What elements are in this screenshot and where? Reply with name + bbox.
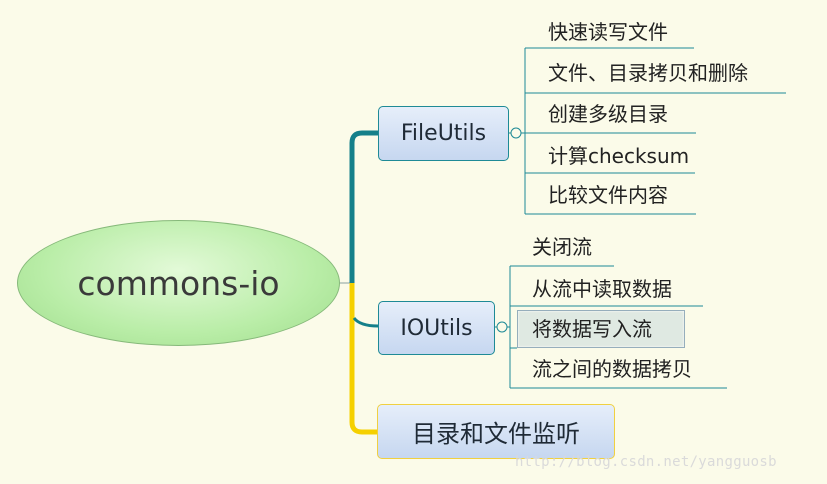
connector-ioutils (352, 317, 379, 328)
leaf-copy-between-streams[interactable]: 流之间的数据拷贝 (532, 357, 692, 381)
leaf-compare-content[interactable]: 比较文件内容 (548, 183, 668, 207)
selected-leaf-highlight (517, 310, 685, 348)
leaf-create-dirs[interactable]: 创建多级目录 (548, 102, 668, 126)
watermark: http://blog.csdn.net/yangguosb (515, 454, 777, 470)
leaf-read-stream[interactable]: 从流中读取数据 (532, 277, 672, 301)
ioutils-collapse-toggle[interactable] (496, 321, 508, 333)
connector-fileutils (349, 130, 378, 283)
fileutils-collapse-toggle[interactable] (510, 127, 522, 139)
leaf-close-stream[interactable]: 关闭流 (532, 235, 592, 259)
branch-node-dir-monitor[interactable]: 目录和文件监听 (377, 404, 615, 459)
branch-label-fileutils: FileUtils (400, 121, 487, 146)
leaf-fast-read-write[interactable]: 快速读写文件 (548, 20, 668, 44)
branch-label-ioutils: IOUtils (400, 315, 473, 341)
branch-node-ioutils[interactable]: IOUtils (378, 301, 495, 355)
branch-node-fileutils[interactable]: FileUtils (378, 106, 509, 161)
root-node-commons-io[interactable]: commons-io (17, 220, 340, 346)
branch-label-dir-monitor: 目录和文件监听 (412, 420, 580, 448)
root-label: commons-io (77, 263, 280, 303)
leaf-write-stream[interactable]: 将数据写入流 (532, 317, 652, 341)
connector-dir-monitor (349, 283, 377, 435)
leaf-copy-delete[interactable]: 文件、目录拷贝和删除 (548, 61, 748, 85)
leaf-checksum[interactable]: 计算checksum (548, 144, 690, 168)
